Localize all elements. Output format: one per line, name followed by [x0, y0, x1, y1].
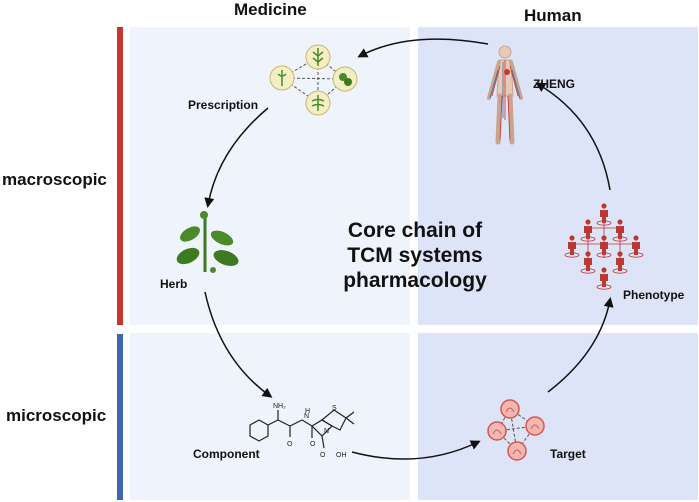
arrow-zheng-to-prescription — [357, 38, 489, 58]
human-body-icon — [487, 45, 523, 145]
component-n1: N — [304, 413, 309, 420]
component-nh2: NH₂ — [273, 403, 286, 410]
phenotype-icon — [564, 203, 644, 290]
target-icon — [487, 399, 545, 461]
human-macro-panel — [418, 27, 698, 325]
medicine-column-title: Medicine — [234, 0, 307, 19]
arrow-herb-to-component — [204, 291, 273, 398]
arrow-component-to-target — [351, 440, 481, 460]
person-figure — [596, 267, 612, 290]
person-figure — [596, 235, 612, 258]
component-h: H — [305, 408, 310, 415]
human-micro-panel — [418, 333, 698, 500]
microscopic-bar — [117, 334, 123, 500]
person-figure — [628, 235, 644, 258]
person-figure — [580, 251, 596, 274]
arrow-phenotype-to-zheng — [535, 82, 611, 191]
component-oh: OH — [336, 452, 347, 459]
component-structure-icon — [249, 409, 355, 449]
center-title-line-3: pharmacology — [343, 269, 487, 292]
macroscopic-label: macroscopic — [2, 170, 107, 189]
target-label: Target — [550, 447, 586, 461]
arrow-target-to-phenotype — [547, 297, 614, 393]
person-figure — [612, 251, 628, 274]
center-title-line-2: TCM systems — [347, 244, 483, 267]
medicine-micro-panel — [130, 333, 410, 500]
component-n2: N — [324, 428, 329, 435]
microscopic-label: microscopic — [6, 406, 107, 425]
prescription-label: Prescription — [188, 98, 259, 112]
component-o3: O — [320, 452, 326, 459]
component-o1: O — [287, 441, 293, 448]
center-title: Core chain of TCM systems pharmacology — [330, 218, 500, 293]
person-figure — [564, 235, 580, 258]
center-title-line-1: Core chain of — [347, 219, 483, 242]
arrow-prescription-to-herb — [204, 107, 269, 208]
human-column-title: Human — [524, 6, 582, 25]
herb-label: Herb — [160, 277, 188, 291]
component-s: S — [332, 405, 337, 412]
person-figure — [596, 203, 612, 226]
component-label: Component — [193, 447, 260, 461]
person-figure — [612, 219, 628, 242]
herb-icon — [176, 211, 239, 273]
phenotype-label: Phenotype — [623, 288, 685, 302]
prescription-icon — [269, 44, 358, 116]
macroscopic-bar — [117, 27, 123, 325]
person-figure — [580, 219, 596, 242]
component-o2: O — [310, 441, 316, 448]
